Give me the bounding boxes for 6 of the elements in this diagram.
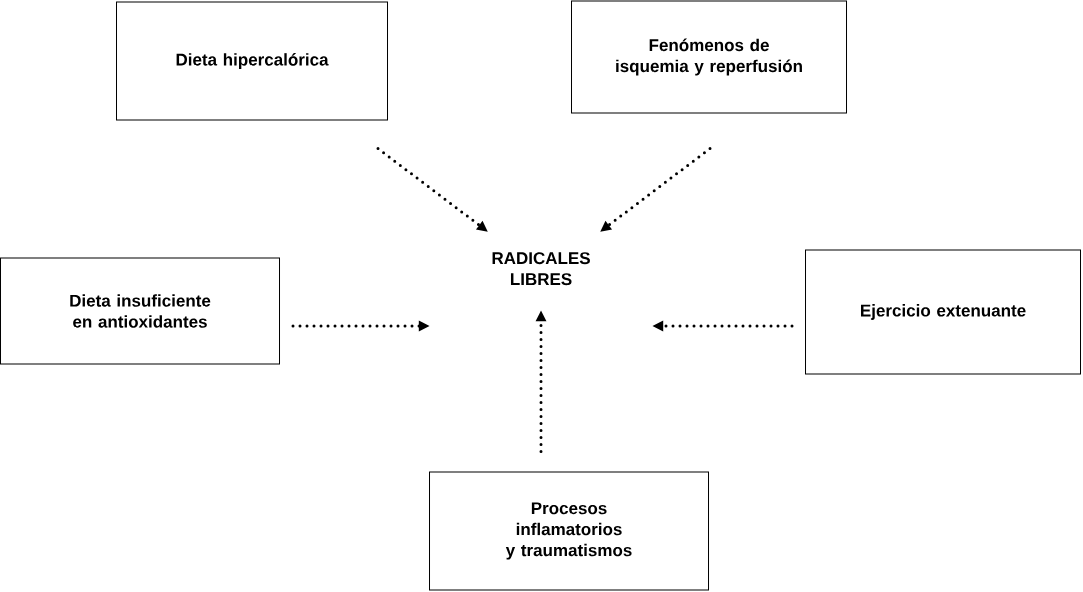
process-box: Fenómenos de isquemia y reperfusión	[571, 0, 847, 114]
process-box: Dieta hipercalórica	[116, 1, 388, 121]
center-label: RADICALES LIBRES	[492, 252, 590, 286]
process-box: Procesos inflamatorios y traumatismos	[429, 471, 709, 591]
process-box: Ejercicio extenuante	[805, 249, 1081, 375]
process-box: Dieta insuficiente en antioxidantes	[0, 257, 280, 365]
